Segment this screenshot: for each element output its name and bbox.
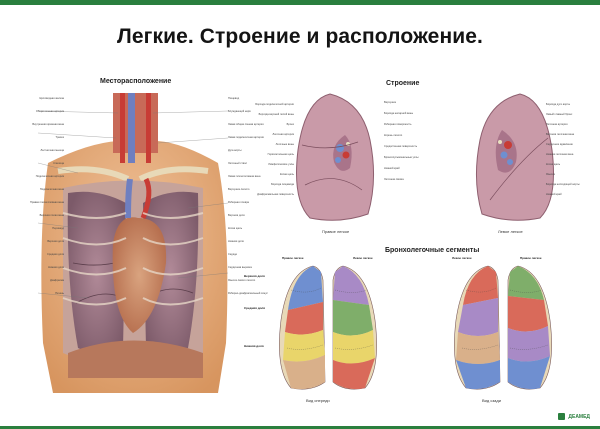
label: Горизонтальная щель xyxy=(267,153,294,156)
label: Левая общая сонная артерия xyxy=(228,123,264,126)
label: Легочные вены xyxy=(275,143,294,146)
label: Левая плечеголовная вена xyxy=(228,175,261,178)
segments-front-illustration xyxy=(279,265,377,390)
label: Печень xyxy=(55,292,64,295)
label: Верхняя доля xyxy=(228,214,245,217)
label: Блуждающий нерв xyxy=(228,110,251,113)
section-segments-title: Бронхолегочные сегменты xyxy=(385,247,480,254)
label: Легочный ствол xyxy=(228,162,247,165)
label: Щитовидная железа xyxy=(39,97,64,100)
tag-middle-lobe: Средняя доля xyxy=(244,306,266,310)
thorax-illustration xyxy=(37,93,229,393)
label: Правая плечеголовная вена xyxy=(29,201,64,204)
left-lung-labels-right: Борозда дуги аорты Левый главный бронх Л… xyxy=(546,103,598,203)
brand-logo-icon xyxy=(558,413,566,420)
label: Верхушка xyxy=(384,101,396,104)
label: Нижняя доля xyxy=(48,266,64,269)
label: Диафрагма xyxy=(50,279,64,282)
left-lung-illustration xyxy=(475,93,554,221)
label: Борозда пищевода xyxy=(271,183,294,186)
label: Нижний край xyxy=(546,193,562,196)
label: Сердце xyxy=(228,253,238,256)
right-lung-caption: Правое легкое xyxy=(322,229,350,234)
label: Дуга аорты xyxy=(228,149,242,152)
label: Корень легкого xyxy=(384,134,403,137)
label: Лестничная мышца xyxy=(40,149,64,152)
label: Верхняя полая вена xyxy=(39,214,64,217)
right-lung-illustration xyxy=(296,93,375,221)
label: Борозда непарной вены xyxy=(384,112,414,115)
label: Косая щель xyxy=(228,227,243,230)
label: Реберно-диафрагмальный синус xyxy=(228,292,268,295)
label: Бронхопульмональные узлы xyxy=(384,156,419,159)
label: Подключичная вена xyxy=(39,188,64,191)
label: Средняя доля xyxy=(47,253,64,256)
segments-front-caption: Вид спереди xyxy=(306,398,330,403)
label: Сердечное вдавление xyxy=(546,143,573,146)
label: Борозда подключичной артерии xyxy=(255,103,294,106)
label: Легочная связка xyxy=(384,178,404,181)
label: Легочная артерия xyxy=(272,133,295,136)
label: Ключица xyxy=(53,162,64,165)
label: Верхняя легочная вена xyxy=(546,133,575,136)
label: Борозда дуги аорты xyxy=(546,103,571,106)
label: Средостенная поверхность xyxy=(384,145,418,148)
tag-right-lung-front: Правое легкое xyxy=(282,256,304,260)
right-lung-labels-right: Верхушка Борозда непарной вены Реберная … xyxy=(384,101,444,189)
segments-back-caption: Вид сзади xyxy=(482,398,501,403)
label: Сердечная вырезка xyxy=(228,266,252,269)
tag-right-lung-back: Правое легкое xyxy=(520,256,542,260)
label: Трахея xyxy=(55,136,64,139)
label: Верхняя доля xyxy=(47,240,64,243)
segments-back-illustration xyxy=(454,265,552,390)
location-labels-left: Щитовидная железа Общая сонная артерия В… xyxy=(6,97,64,305)
label: Косая щель xyxy=(546,163,561,166)
right-lung-labels-left: Борозда подключичной артерии Борозда вер… xyxy=(248,103,294,203)
label: Лимфатические узлы xyxy=(268,163,294,166)
label: Нижняя легочная вена xyxy=(546,153,574,156)
label: Нижний край xyxy=(384,167,400,170)
label: Реберная поверхность xyxy=(384,123,412,126)
label: Язычок левого легкого xyxy=(228,279,256,282)
left-lung-caption: Левое легкое xyxy=(498,229,523,234)
label: Внутренняя яремная вена xyxy=(32,123,64,126)
label: Бронх xyxy=(286,123,294,126)
label: Язычок xyxy=(546,173,555,176)
tag-left-lung-back: Левое легкое xyxy=(452,256,472,260)
tag-upper-lobe: Верхняя доля xyxy=(244,274,265,278)
label: Нижняя доля xyxy=(228,240,244,243)
label: Легочная артерия xyxy=(546,123,568,126)
location-labels-right: Пищевод Блуждающий нерв Левая общая сонн… xyxy=(228,97,288,305)
label: Реберная плевра xyxy=(228,201,249,204)
label: Диафрагмальная поверхность xyxy=(257,193,294,196)
label: Борозда нисходящей аорты xyxy=(546,183,580,186)
label: Подключичная артерия xyxy=(35,175,64,178)
label: Левый главный бронх xyxy=(546,113,573,116)
label: Пищевод xyxy=(228,97,240,100)
label: Верхушка легкого xyxy=(228,188,250,191)
label: Борозда верхней полой вены xyxy=(258,113,294,116)
page-title: Легкие. Строение и расположение. xyxy=(117,25,483,48)
tag-lower-lobe: Нижняя доля xyxy=(244,344,264,348)
section-location-title: Месторасположение xyxy=(100,78,172,85)
label: Левая подключичная артерия xyxy=(228,136,264,139)
label: Общая сонная артерия xyxy=(35,110,64,113)
section-structure-title: Строение xyxy=(386,80,420,87)
label: Перикард xyxy=(52,227,64,230)
brand-logo: ДЕАМЕД xyxy=(558,413,590,420)
brand-name: ДЕАМЕД xyxy=(568,413,590,420)
tag-left-lung-front: Левое легкое xyxy=(353,256,373,260)
label: Косая щель xyxy=(279,173,294,176)
